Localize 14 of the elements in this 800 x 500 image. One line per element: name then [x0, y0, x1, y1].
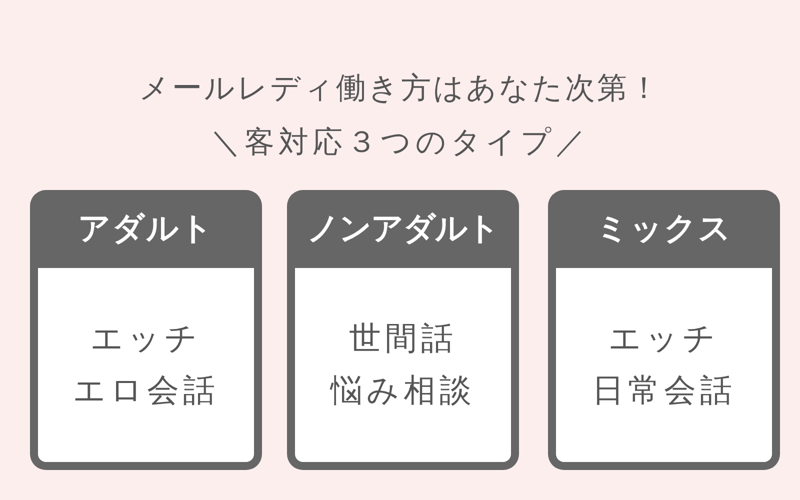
- card-heading: ミックス: [596, 208, 732, 249]
- topic-text: エロ会話: [73, 370, 219, 411]
- type-card: [548, 190, 780, 470]
- topic-text: 世間話: [349, 318, 457, 359]
- topic-text: 悩み相談: [330, 370, 476, 411]
- topic-text: エッチ: [608, 318, 720, 359]
- card-heading: アダルト: [78, 208, 214, 249]
- title: メールレディ働き方はあなた次第！: [138, 70, 662, 108]
- subtitle: ＼客対応３つのタイプ／: [210, 124, 590, 162]
- card-heading: ノンアダルト: [307, 208, 499, 249]
- topic-text: エッチ: [90, 318, 202, 359]
- topic-text: 日常会話: [592, 370, 736, 411]
- type-card: [30, 190, 262, 470]
- type-card: [287, 190, 519, 470]
